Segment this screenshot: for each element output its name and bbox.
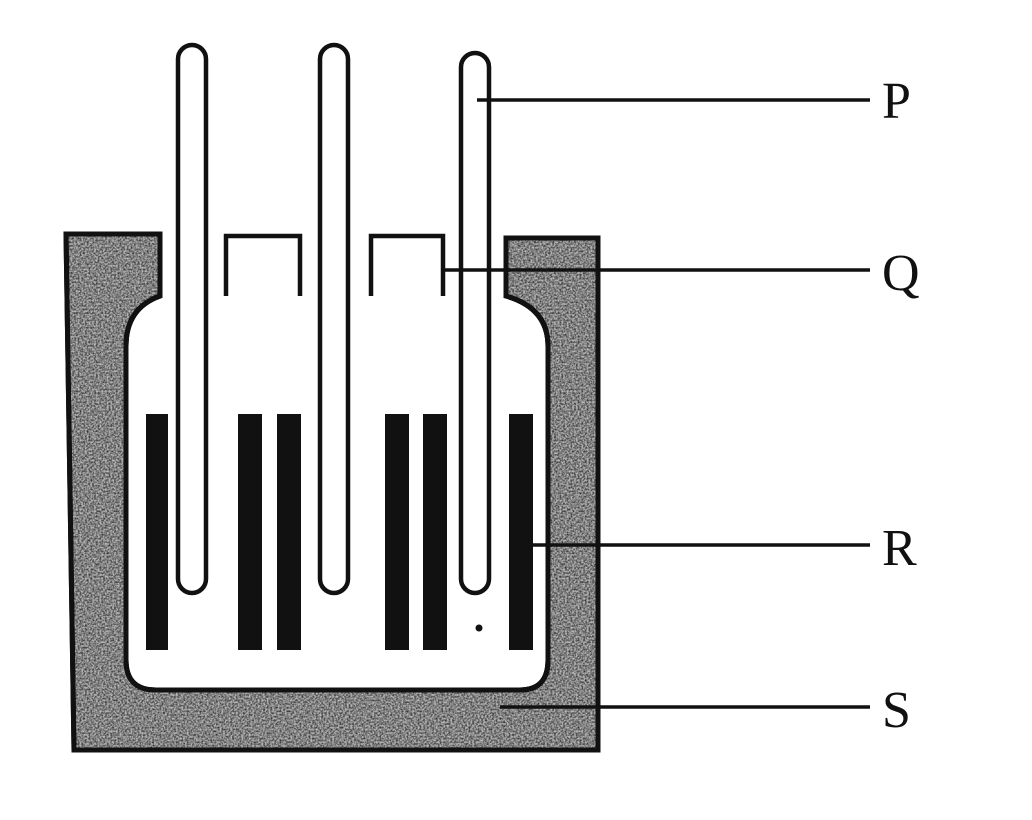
fuel-rod xyxy=(423,414,447,650)
label-s: S xyxy=(882,682,911,739)
fuel-rod xyxy=(385,414,409,650)
leader-lines xyxy=(444,98,870,709)
lid-bracket xyxy=(368,233,446,296)
control-rod xyxy=(175,42,209,596)
control-rod xyxy=(317,42,351,596)
fuel-rod xyxy=(509,414,533,650)
fuel-rod xyxy=(146,414,168,650)
label-p: P xyxy=(882,73,911,130)
fuel-rod xyxy=(238,414,262,650)
inner-vessel xyxy=(123,293,551,693)
lid-brackets xyxy=(223,233,446,296)
control-rod xyxy=(458,50,492,596)
label-q: Q xyxy=(882,245,920,302)
fuel-rods xyxy=(146,414,533,650)
control-rods xyxy=(175,42,492,596)
lid-bracket xyxy=(223,233,303,296)
speck xyxy=(475,624,483,632)
fuel-rod xyxy=(277,414,301,650)
label-r: R xyxy=(882,520,917,577)
